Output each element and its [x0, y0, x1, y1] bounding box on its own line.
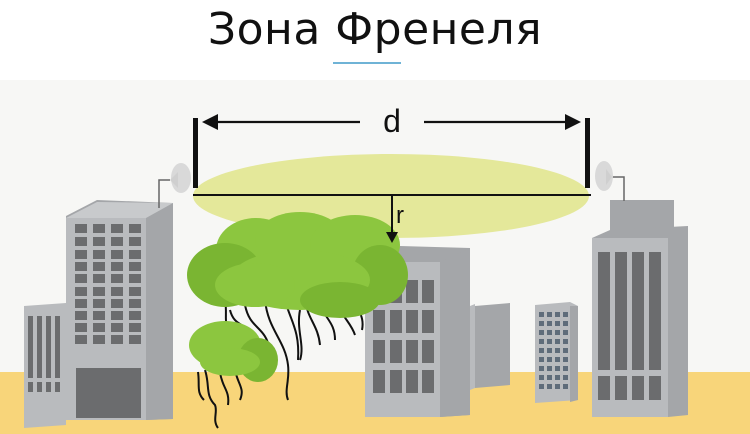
radius-label: r [396, 202, 404, 229]
building-small-left [24, 303, 66, 428]
left-endpoint-bar [193, 118, 198, 188]
tree-large [187, 212, 408, 401]
tree-small [189, 321, 278, 429]
building-tall-right [592, 200, 688, 417]
left-antenna [158, 163, 191, 208]
title-underline [333, 62, 401, 64]
building-tall-left [66, 200, 173, 420]
right-endpoint-bar [585, 118, 590, 188]
page-title: Зона Френеля [207, 4, 543, 55]
building-small-right [535, 302, 578, 403]
distance-arrow [202, 114, 581, 130]
right-antenna [595, 161, 625, 201]
fresnel-diagram: d r [0, 80, 750, 434]
radius-arrow [386, 196, 398, 243]
fresnel-zone-illustration: d r [0, 103, 750, 434]
distance-label: d [383, 103, 401, 139]
